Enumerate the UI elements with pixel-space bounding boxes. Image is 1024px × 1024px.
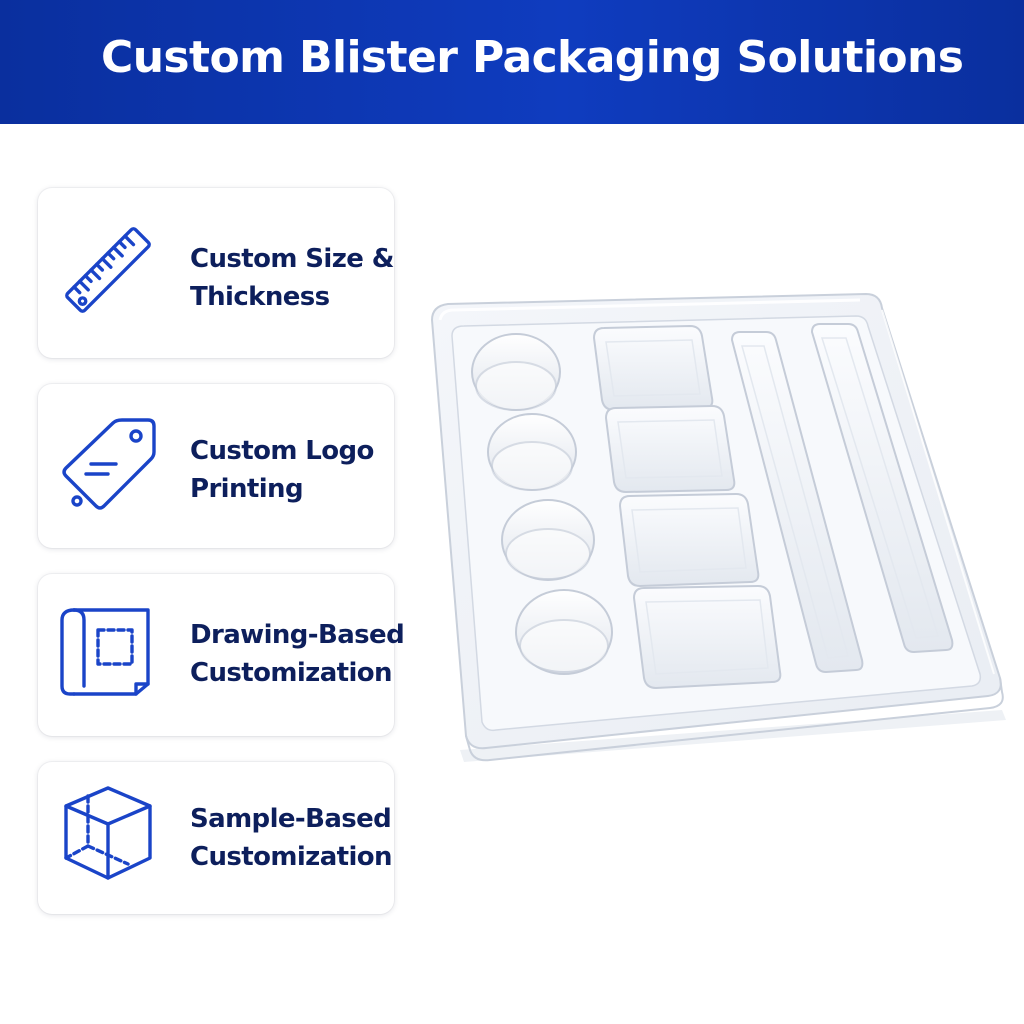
- feature-label-drawing: Drawing-Based Customization: [190, 620, 405, 688]
- feature-label-sample: Sample-Based Customization: [190, 804, 393, 872]
- header-banner: Custom Blister Packaging Solutions: [0, 0, 1024, 124]
- cube-icon: [58, 782, 158, 882]
- ruler-icon: [58, 220, 158, 320]
- feature-card-sample: Sample-Based Customization: [38, 762, 394, 914]
- feature-label-size: Custom Size & Thickness: [190, 244, 394, 312]
- blister-tray-image: [420, 280, 1010, 780]
- feature-card-size: Custom Size & Thickness: [38, 188, 394, 358]
- feature-card-drawing: Drawing-Based Customization: [38, 574, 405, 736]
- feature-card-logo: Custom Logo Printing: [38, 384, 394, 548]
- tag-icon: [58, 414, 158, 514]
- feature-label-logo: Custom Logo Printing: [190, 436, 374, 504]
- page-title: Custom Blister Packaging Solutions: [101, 32, 964, 83]
- blueprint-icon: [58, 600, 158, 700]
